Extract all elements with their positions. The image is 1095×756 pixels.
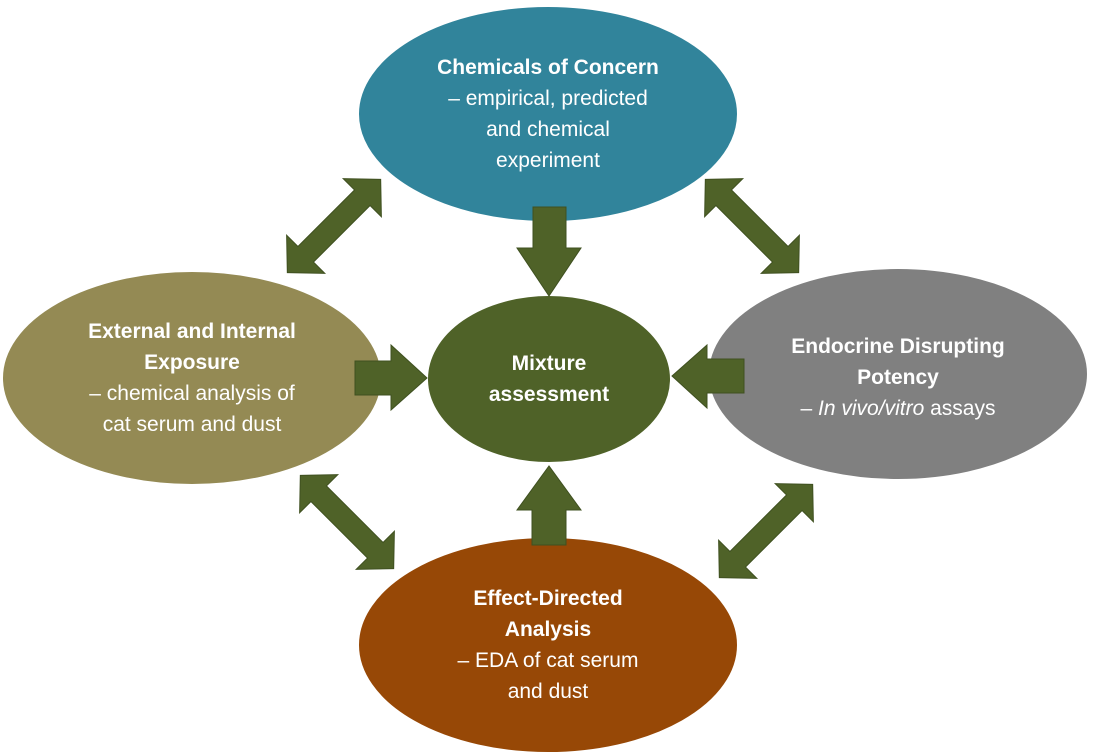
arrow-eda-to-mixture (516, 465, 582, 546)
mixture-node: Mixture assessment (449, 333, 649, 425)
eda-desc-line-1: – EDA of cat serum (457, 649, 639, 672)
chemicals-desc-line-1: – empirical, predicted (448, 87, 648, 110)
potency-desc-suffix: assays (924, 396, 996, 420)
eda-title-line-2: Analysis (504, 618, 592, 641)
arrow-potency-to-mixture (671, 343, 745, 410)
chemicals-desc-line-2: and chemical (486, 118, 610, 141)
arrow-chemicals-exposure (286, 178, 382, 274)
exposure-desc-line-2: cat serum and dust (102, 413, 282, 436)
potency-desc-prefix: – (800, 396, 819, 420)
exposure-desc-line-1: – chemical analysis of (89, 382, 295, 405)
arrow-chemicals-potency (704, 178, 800, 274)
chemicals-title: Chemicals of Concern (437, 56, 659, 79)
eda-desc-line-2: and dust (507, 680, 589, 703)
mixture-title-line-1: Mixture (511, 352, 587, 375)
chemicals-desc-line-3: experiment (496, 149, 600, 172)
potency-title-line-1: Endocrine Disrupting (791, 334, 1005, 358)
exposure-node: External and Internal Exposure – chemica… (22, 300, 362, 456)
eda-node: Effect-Directed Analysis – EDA of cat se… (378, 567, 718, 723)
mixture-title-line-2: assessment (488, 383, 610, 406)
exposure-title-line-1: External and Internal (88, 320, 296, 343)
arrow-potency-eda (718, 483, 814, 579)
potency-node: Endocrine Disrupting Potency – In vivo/v… (728, 315, 1068, 439)
arrow-exposure-to-mixture (354, 343, 428, 412)
chemicals-node: Chemicals of Concern – empirical, predic… (378, 36, 718, 192)
exposure-title-line-2: Exposure (144, 351, 240, 374)
eda-title-line-1: Effect-Directed (473, 587, 623, 610)
potency-desc-italic: In vivo/vitro (818, 396, 925, 420)
potency-title-line-2: Potency (857, 365, 939, 389)
arrow-chemicals-to-mixture (516, 206, 582, 297)
potency-desc: – In vivo/vitro assays (801, 393, 996, 424)
arrow-exposure-eda (299, 474, 395, 570)
